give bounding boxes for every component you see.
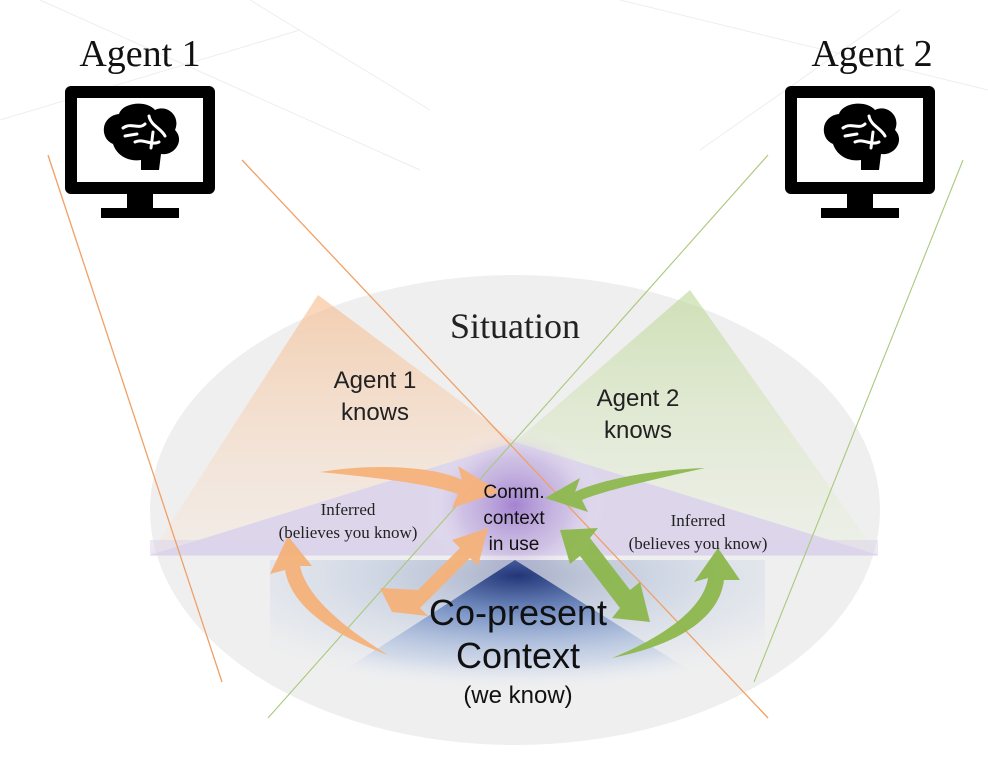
comm-context-line2: context: [483, 508, 545, 529]
situation-label: Situation: [450, 306, 580, 346]
agent1-knows-line2: knows: [341, 399, 409, 426]
agent1-monitor: [65, 86, 215, 218]
agent1-knows-region: [150, 295, 515, 555]
agent2-view-lines: [267, 154, 964, 719]
agent2-title: Agent 2: [811, 33, 932, 75]
agent2-knows-line1: Agent 2: [597, 385, 680, 412]
comm-context-line1: Comm.: [483, 482, 544, 503]
inferred-left-line2: (believes you know): [279, 523, 418, 542]
agent1-title: Agent 1: [79, 33, 200, 75]
agent2-knows-line2: knows: [604, 417, 672, 444]
inferred-right-line2: (believes you know): [629, 534, 768, 553]
green-arrows: [545, 468, 740, 658]
copresent-line2: Context: [456, 635, 580, 676]
inferred-left-line1: Inferred: [321, 500, 376, 519]
background-lines: [0, 0, 988, 171]
agent2-knows-region: [515, 290, 878, 555]
copresent-line1: Co-present: [429, 592, 607, 633]
orange-arrows: [270, 466, 500, 655]
inferred-right-line1: Inferred: [671, 511, 726, 530]
agent2-monitor: [785, 86, 935, 218]
comm-context-line3: in use: [489, 534, 540, 555]
agent1-knows-line1: Agent 1: [334, 367, 417, 394]
copresent-line3: (we know): [463, 682, 572, 709]
